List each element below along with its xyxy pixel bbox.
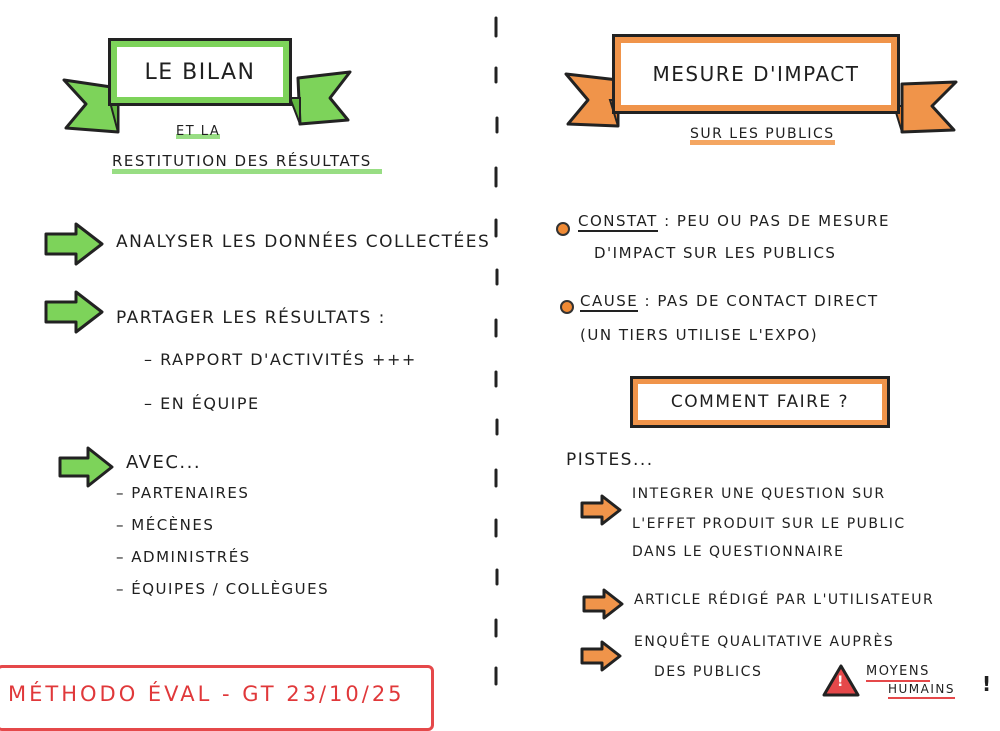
piste-1-line-1: INTEGRER UNE QUESTION SUR xyxy=(632,486,886,502)
constat-label: CONSTAT xyxy=(578,212,658,232)
left-subtitle-line1: ET LA xyxy=(176,124,221,139)
cause-row: CAUSE : PAS DE CONTACT DIRECT xyxy=(580,292,879,312)
piste-1-line-2: L'EFFET PRODUIT SUR LE PUBLIC xyxy=(632,516,906,532)
footer-title: MÉTHODO ÉVAL - GT 23/10/25 xyxy=(8,682,405,706)
exclamation-mark: ! xyxy=(982,672,993,696)
left-item-2: PARTAGER LES RÉSULTATS : xyxy=(116,308,386,328)
left-item-1: ANALYSER LES DONNÉES COLLECTÉES xyxy=(116,232,491,252)
right-banner: MESURE D'IMPACT xyxy=(612,34,900,114)
constat-row: CONSTAT : PEU OU PAS DE MESURE xyxy=(578,212,890,232)
orange-arrow-icon xyxy=(580,640,622,672)
center-divider xyxy=(494,16,499,686)
piste-1-line-3: DANS LE QUESTIONNAIRE xyxy=(632,544,845,560)
green-arrow-icon xyxy=(44,290,104,334)
green-arrow-icon xyxy=(44,222,104,266)
pistes-label: PISTES... xyxy=(566,450,654,470)
humains-label: HUMAINS xyxy=(888,682,956,699)
constat-text-1: : PEU OU PAS DE MESURE xyxy=(664,212,890,230)
question-text: COMMENT FAIRE ? xyxy=(670,392,850,412)
piste-3-line-2: DES PUBLICS xyxy=(654,664,763,680)
bullet-dot-icon xyxy=(560,300,574,314)
left-banner-ribbon xyxy=(62,70,352,134)
piste-3-line-1: ENQUÊTE QUALITATIVE AUPRÈS xyxy=(634,634,895,650)
warning-triangle-icon xyxy=(822,664,860,697)
left-banner: LE BILAN xyxy=(108,38,292,106)
left-item-2-sub-1: – RAPPORT D'ACTIVITÉS +++ xyxy=(144,350,417,369)
left-item-3-sub-1: – PARTENAIRES xyxy=(116,484,250,502)
constat-text-2: D'IMPACT SUR LES PUBLICS xyxy=(594,244,837,262)
left-item-3-sub-2: – MÉCÈNES xyxy=(116,516,215,534)
sketchnote-page: { "colors": { "left_accent": "#7dd35a", … xyxy=(0,16,993,731)
cause-label: CAUSE xyxy=(580,292,639,312)
cause-text-2: (UN TIERS UTILISE L'EXPO) xyxy=(580,326,819,344)
orange-arrow-icon xyxy=(582,588,624,620)
left-item-3-sub-3: – ADMINISTRÉS xyxy=(116,548,251,566)
green-arrow-icon xyxy=(58,446,114,488)
left-subtitle-line2: RESTITUTION DES RÉSULTATS xyxy=(112,152,382,174)
orange-arrow-icon xyxy=(580,494,622,526)
right-subtitle: SUR LES PUBLICS xyxy=(690,126,835,145)
piste-2-line-1: ARTICLE RÉDIGÉ PAR L'UTILISATEUR xyxy=(634,592,935,608)
left-item-3: AVEC... xyxy=(126,452,202,473)
left-item-3-sub-4: – ÉQUIPES / COLLÈGUES xyxy=(116,580,330,598)
left-item-2-sub-2: – EN ÉQUIPE xyxy=(144,394,260,413)
cause-text-1: : PAS DE CONTACT DIRECT xyxy=(644,292,879,310)
question-box: COMMENT FAIRE ? xyxy=(630,376,890,428)
warning-icon-mark: ! xyxy=(837,674,845,690)
left-title: LE BILAN xyxy=(144,59,256,85)
right-title: MESURE D'IMPACT xyxy=(652,62,860,86)
bullet-dot-icon xyxy=(556,222,570,236)
moyens-label: MOYENS xyxy=(866,664,930,682)
